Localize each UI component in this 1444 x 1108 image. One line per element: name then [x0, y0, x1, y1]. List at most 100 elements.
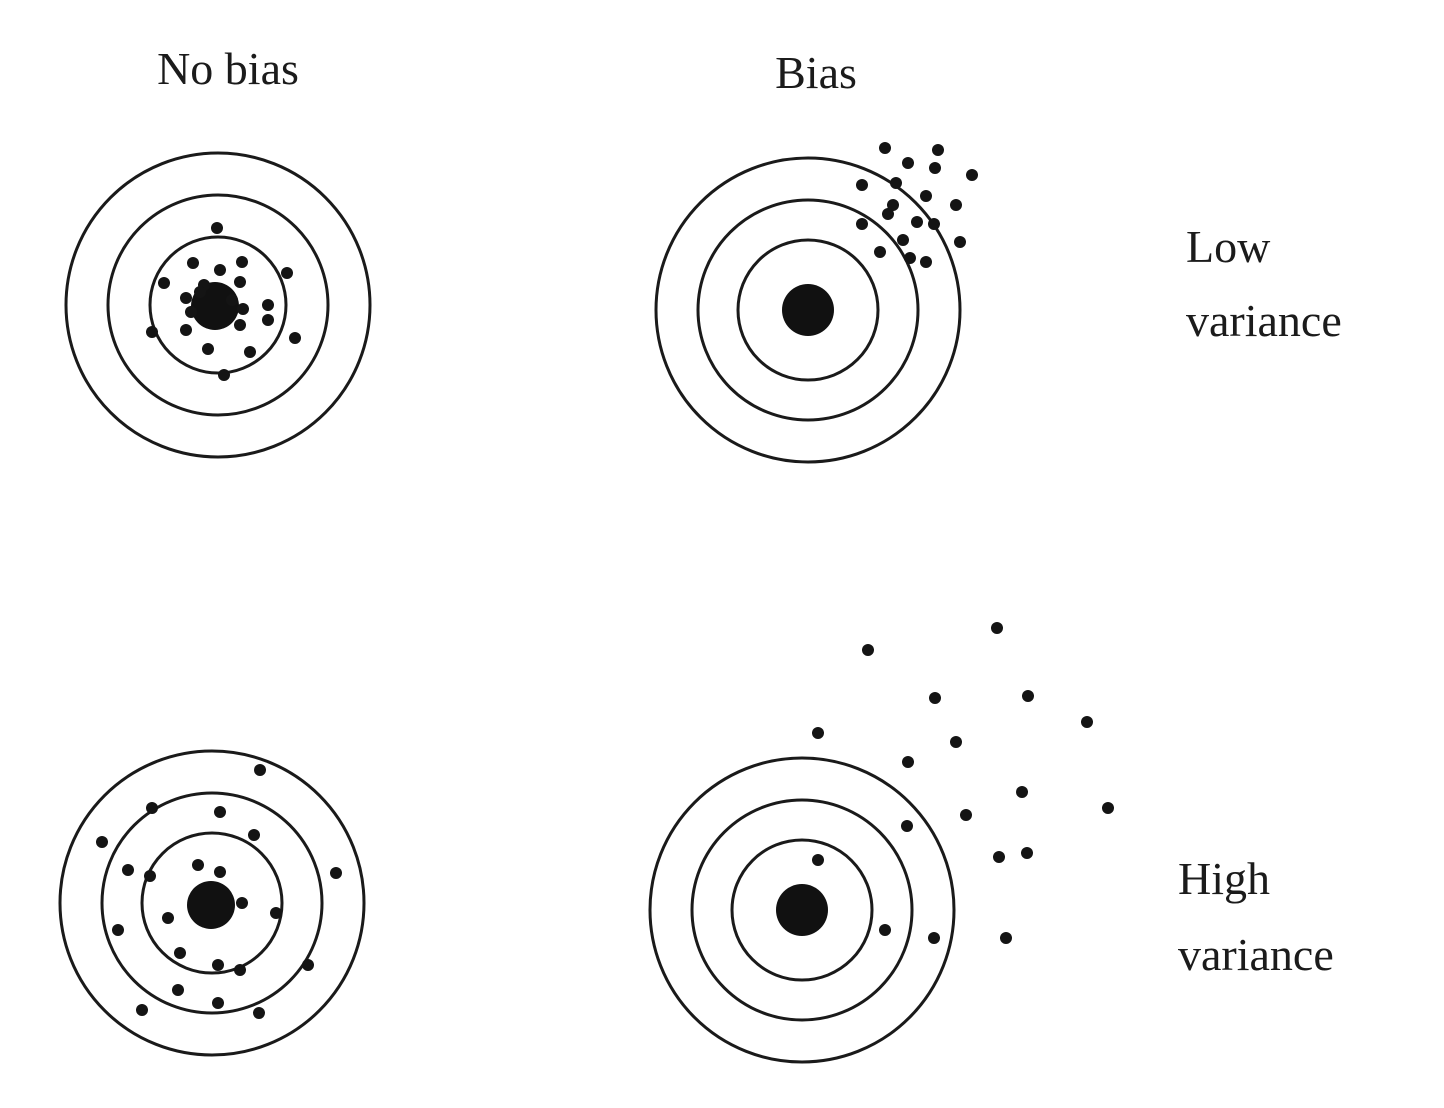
- shot-mark: [281, 267, 293, 279]
- shot-mark: [902, 157, 914, 169]
- shot-mark: [180, 324, 192, 336]
- shot-mark: [96, 836, 108, 848]
- shot-mark: [237, 303, 249, 315]
- shot-mark: [162, 912, 174, 924]
- target-ring-middle: [696, 198, 920, 422]
- target-ring-outer: [648, 756, 956, 1064]
- shot-mark: [928, 932, 940, 944]
- shot-mark: [812, 854, 824, 866]
- shot-mark: [262, 314, 274, 326]
- shot-mark: [226, 294, 238, 306]
- shot-mark: [236, 897, 248, 909]
- shots-bias-low-variance: [856, 142, 978, 268]
- row-label-low-variance-line2: variance: [1186, 295, 1342, 346]
- target-bias-low-variance: [654, 142, 978, 464]
- shot-mark: [211, 222, 223, 234]
- shot-mark: [202, 343, 214, 355]
- shot-mark: [234, 964, 246, 976]
- shot-mark: [812, 727, 824, 739]
- target-ring-outer: [654, 156, 962, 464]
- shot-mark: [187, 257, 199, 269]
- shot-mark: [874, 246, 886, 258]
- target-ring-middle: [106, 193, 330, 417]
- shot-mark: [993, 851, 1005, 863]
- shot-mark: [270, 907, 282, 919]
- shot-mark: [887, 199, 899, 211]
- shot-mark: [234, 319, 246, 331]
- row-label-low-variance-line1: Low: [1186, 221, 1271, 272]
- shot-mark: [194, 286, 206, 298]
- shot-mark: [929, 692, 941, 704]
- shot-mark: [929, 162, 941, 174]
- shot-mark: [262, 299, 274, 311]
- shot-mark: [172, 984, 184, 996]
- shot-mark: [928, 218, 940, 230]
- row-label-high-variance-line2: variance: [1178, 929, 1334, 980]
- shot-mark: [856, 218, 868, 230]
- shot-mark: [960, 809, 972, 821]
- shot-mark: [862, 644, 874, 656]
- shot-mark: [289, 332, 301, 344]
- target-ring-inner: [736, 238, 880, 382]
- shot-mark: [244, 346, 256, 358]
- shot-mark: [112, 924, 124, 936]
- shot-mark: [185, 306, 197, 318]
- target-no-bias-high-variance: [58, 749, 366, 1057]
- bullseye: [187, 881, 235, 929]
- shot-mark: [254, 764, 266, 776]
- target-ring-outer: [58, 749, 366, 1057]
- bullseye: [776, 884, 828, 936]
- shot-mark: [236, 256, 248, 268]
- shot-mark: [214, 866, 226, 878]
- shot-mark: [879, 924, 891, 936]
- shot-mark: [212, 997, 224, 1009]
- shot-mark: [901, 820, 913, 832]
- shot-mark: [882, 208, 894, 220]
- shots-bias-high-variance: [812, 622, 1114, 944]
- shot-mark: [856, 179, 868, 191]
- shot-mark: [234, 276, 246, 288]
- shot-mark: [902, 756, 914, 768]
- target-bias-high-variance: [648, 622, 1114, 1064]
- shot-mark: [966, 169, 978, 181]
- shot-mark: [920, 190, 932, 202]
- shot-mark: [158, 277, 170, 289]
- shot-mark: [1081, 716, 1093, 728]
- shot-mark: [1102, 802, 1114, 814]
- shot-mark: [330, 867, 342, 879]
- target-no-bias-low-variance: [64, 151, 372, 459]
- column-label-no-bias: No bias: [157, 43, 299, 94]
- shots-no-bias-high-variance: [96, 764, 342, 1019]
- target-ring-inner: [148, 235, 288, 375]
- shot-mark: [1022, 690, 1034, 702]
- shot-mark: [954, 236, 966, 248]
- shot-mark: [248, 829, 260, 841]
- shot-mark: [146, 326, 158, 338]
- column-label-bias: Bias: [775, 47, 857, 98]
- target-ring-inner: [140, 831, 284, 975]
- shot-mark: [122, 864, 134, 876]
- target-ring-middle: [690, 798, 914, 1022]
- shot-mark: [218, 369, 230, 381]
- shots-no-bias-low-variance: [146, 222, 301, 381]
- shot-mark: [302, 959, 314, 971]
- shot-mark: [879, 142, 891, 154]
- shot-mark: [180, 292, 192, 304]
- target-ring-middle: [100, 791, 324, 1015]
- shot-mark: [214, 264, 226, 276]
- shot-mark: [950, 736, 962, 748]
- shot-mark: [253, 1007, 265, 1019]
- shot-mark: [212, 959, 224, 971]
- shot-mark: [920, 256, 932, 268]
- shot-mark: [174, 947, 186, 959]
- shot-mark: [904, 252, 916, 264]
- shot-mark: [911, 216, 923, 228]
- shot-mark: [991, 622, 1003, 634]
- shot-mark: [932, 144, 944, 156]
- shot-mark: [144, 870, 156, 882]
- shot-mark: [1016, 786, 1028, 798]
- target-ring-outer: [64, 151, 372, 459]
- shot-mark: [146, 802, 158, 814]
- shot-mark: [897, 234, 909, 246]
